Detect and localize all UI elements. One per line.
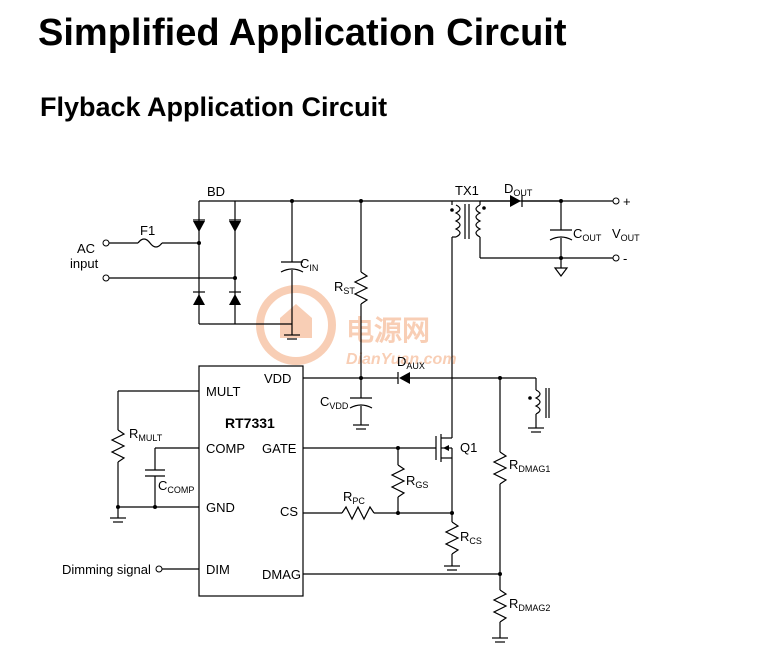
vout-minus-terminal <box>612 254 620 262</box>
cin-label: CIN <box>300 256 318 273</box>
tx1-label: TX1 <box>455 183 479 198</box>
cin-capacitor <box>280 199 304 340</box>
aux-winding <box>528 378 550 433</box>
pin-gnd: GND <box>206 500 235 515</box>
rcs-label: RCS <box>460 529 482 546</box>
f1-label: F1 <box>140 223 155 238</box>
bd-label: BD <box>207 184 225 199</box>
ccomp-capacitor <box>116 447 199 509</box>
bridge-rectifier <box>193 200 560 325</box>
transformer-tx1 <box>450 201 486 438</box>
pin-gate: GATE <box>262 441 297 456</box>
ac-terminal-1 <box>102 239 110 247</box>
pin-vdd: VDD <box>264 371 291 386</box>
ac-label: AC <box>77 241 95 256</box>
pin-dmag: DMAG <box>262 567 301 582</box>
rdmag2-resistor <box>492 589 508 643</box>
ccomp-label: CCOMP <box>158 478 194 495</box>
ac-input-label: input <box>70 256 99 271</box>
cout-label: COUT <box>573 226 602 243</box>
ac-terminal-2 <box>102 274 110 282</box>
vout-label: VOUT <box>612 226 640 243</box>
daux-diode <box>303 372 536 384</box>
pin-mult: MULT <box>206 384 240 399</box>
pin-comp: COMP <box>206 441 245 456</box>
rmult-label: RMULT <box>129 426 163 443</box>
plus-label: + <box>623 194 631 209</box>
vout-plus-terminal <box>612 197 620 205</box>
rdmag2-label: RDMAG2 <box>509 596 550 613</box>
rgs-resistor <box>390 448 406 515</box>
watermark-en: DianYuan.com <box>346 351 457 368</box>
q1-label: Q1 <box>460 440 477 455</box>
dimming-label: Dimming signal <box>62 562 151 577</box>
rcs-resistor <box>444 513 460 571</box>
minus-label: - <box>623 251 627 266</box>
pin-dim: DIM <box>206 562 230 577</box>
ic-rt7331 <box>198 365 304 597</box>
watermark-cn: 电源网 <box>346 315 430 346</box>
section-title: Flyback Application Circuit <box>40 92 388 122</box>
rst-resistor <box>353 199 369 398</box>
cout-capacitor <box>480 201 613 277</box>
rst-label: RST <box>334 279 355 296</box>
daux-label: DAUX <box>397 354 425 371</box>
ic-name: RT7331 <box>225 415 275 431</box>
fuse-f1 <box>137 238 163 248</box>
page-title: Simplified Application Circuit <box>38 12 567 54</box>
rdmag1-label: RDMAG1 <box>509 457 550 474</box>
mosfet-q1 <box>303 434 453 513</box>
pin-cs: CS <box>280 504 298 519</box>
watermark-logo: 电源网 DianYuan.com <box>256 285 457 368</box>
dimming-terminal <box>155 565 163 573</box>
rpc-resistor <box>303 505 454 521</box>
rdmag1-resistor <box>303 378 508 590</box>
cvdd-capacitor <box>349 397 373 430</box>
rpc-label: RPC <box>343 489 365 506</box>
cvdd-label: CVDD <box>320 394 349 411</box>
dout-diode <box>480 195 613 207</box>
dout-label: DOUT <box>504 181 533 198</box>
rgs-label: RGS <box>406 473 428 490</box>
